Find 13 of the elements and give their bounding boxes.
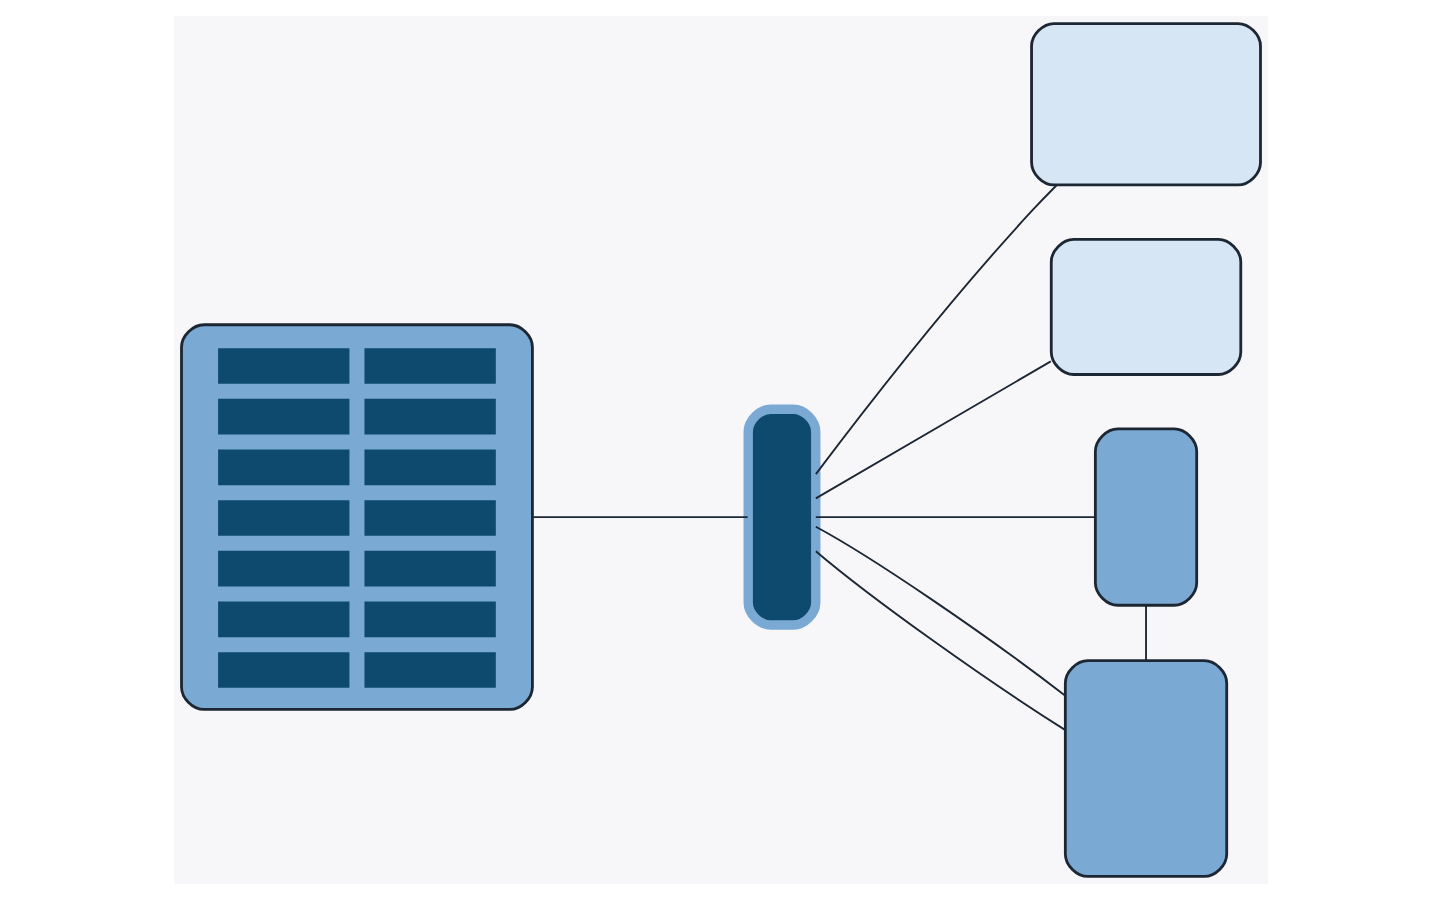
connector [813,184,1057,475]
connector [813,360,1051,500]
node-box [1029,22,1261,187]
connector [530,516,748,519]
connector [1144,604,1146,662]
node-box [1048,237,1242,376]
connector [813,525,1065,697]
connector [813,550,1065,731]
node-box [1062,659,1228,878]
node-box [1092,427,1198,607]
connector [813,516,1096,519]
node-box [179,323,533,711]
node-capsule [742,404,820,630]
